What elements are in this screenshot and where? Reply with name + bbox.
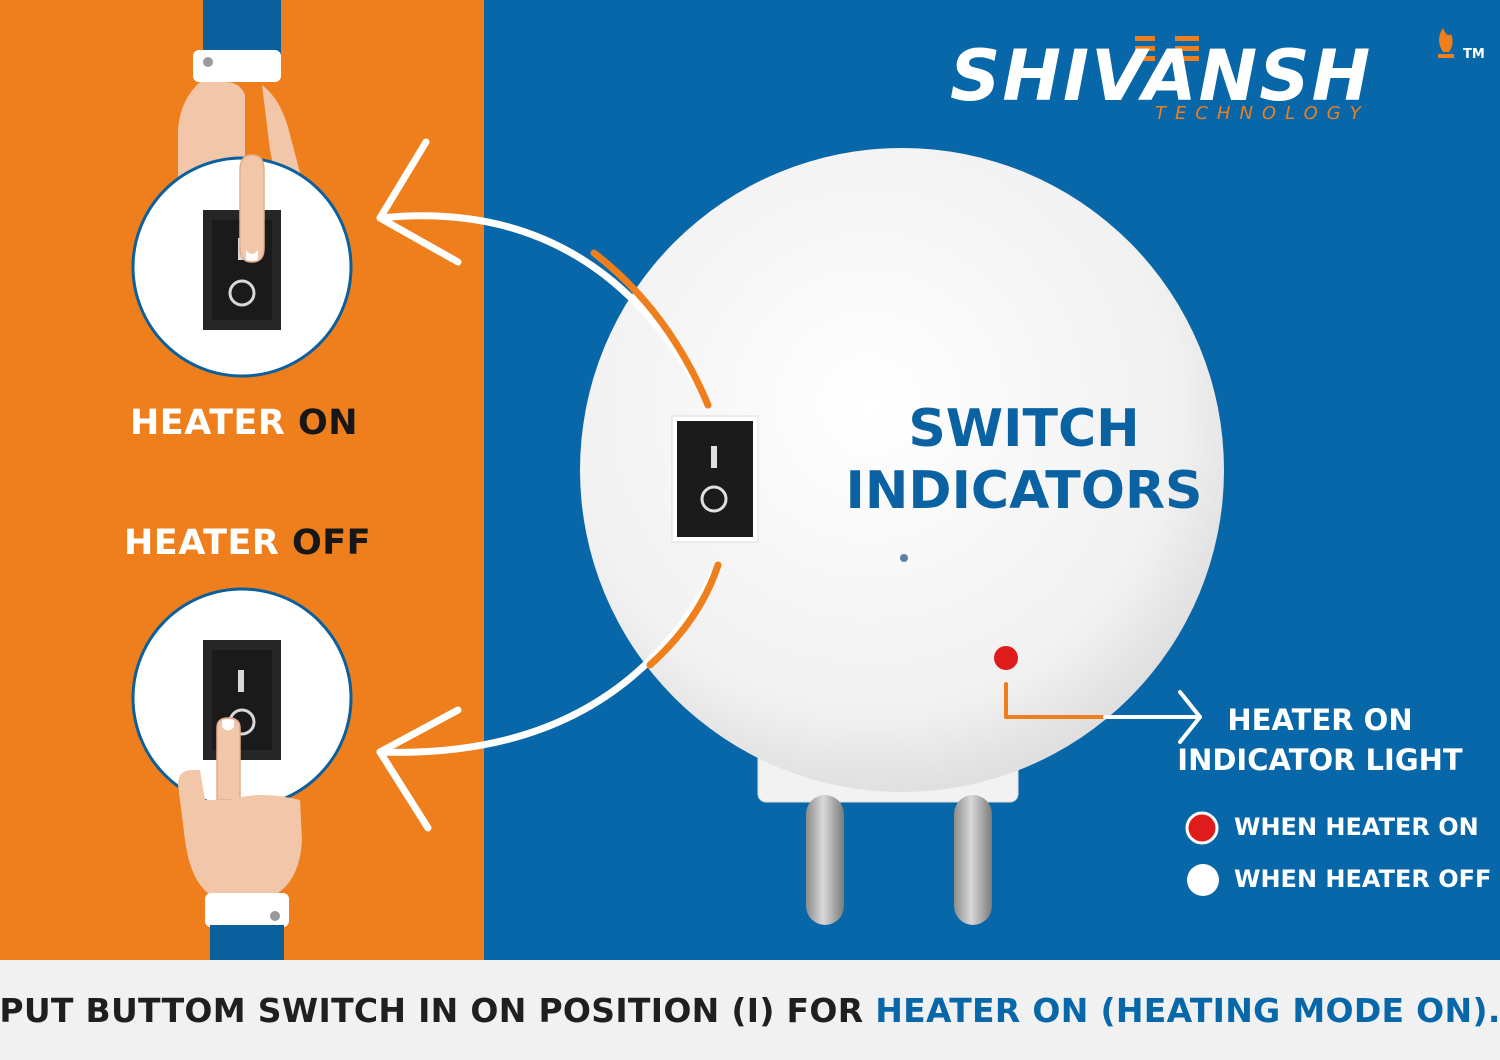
legend-red-dot-icon bbox=[1185, 811, 1219, 845]
switch-title-line1: SWITCH bbox=[908, 399, 1140, 459]
switch-title-line2: INDICATORS bbox=[845, 461, 1203, 521]
switch-on-closeup bbox=[131, 154, 353, 378]
switch-indicators-title: SWITCH INDICATORS bbox=[824, 398, 1224, 522]
indicator-light-label: HEATER ON INDICATOR LIGHT bbox=[1160, 700, 1480, 780]
curved-arrow-icon bbox=[376, 138, 722, 832]
indicator-leader-arrow bbox=[1004, 682, 1202, 744]
indicator-light-icon bbox=[994, 646, 1018, 670]
legend-white-dot-icon bbox=[1187, 864, 1219, 896]
footer-text-main: PUT BUTTOM SWITCH IN ON POSITION (I) FOR bbox=[0, 990, 876, 1030]
footer-instruction: PUT BUTTOM SWITCH IN ON POSITION (I) FOR… bbox=[0, 991, 1500, 1030]
trademark-mark: TM bbox=[1463, 47, 1485, 62]
switch-off-mark-icon bbox=[228, 279, 256, 307]
heater-on-label-on: ON bbox=[298, 403, 359, 443]
flame-icon bbox=[1135, 28, 1454, 61]
heater-on-label: HEATER ON bbox=[130, 403, 358, 443]
indicator-label-line2: INDICATOR LIGHT bbox=[1177, 743, 1463, 777]
heater-off-label: HEATER OFF bbox=[124, 523, 371, 563]
device-rocker-switch-icon bbox=[677, 421, 753, 537]
heater-off-label-heater: HEATER bbox=[124, 523, 280, 563]
illustration bbox=[131, 0, 1224, 960]
brand-logo: SHIVANSH TECHNOLOGY TM bbox=[935, 22, 1490, 132]
plug-pin bbox=[954, 795, 992, 925]
switch-off-closeup bbox=[131, 587, 353, 809]
footer-bar: PUT BUTTOM SWITCH IN ON POSITION (I) FOR… bbox=[0, 960, 1500, 1060]
switch-on-mark-icon bbox=[238, 670, 244, 692]
indicator-label-line1: HEATER ON bbox=[1227, 703, 1413, 737]
legend-heater-on: WHEN HEATER ON bbox=[1234, 813, 1479, 841]
plug-pin bbox=[806, 795, 844, 925]
heater-device bbox=[580, 148, 1224, 925]
footer-text-highlight: HEATER ON (HEATING MODE ON). bbox=[875, 990, 1500, 1030]
legend-heater-off: WHEN HEATER OFF bbox=[1234, 865, 1492, 893]
heater-on-label-heater: HEATER bbox=[130, 403, 286, 443]
heater-off-label-off: OFF bbox=[292, 523, 372, 563]
brand-name: SHIVANSH bbox=[950, 35, 1372, 117]
bottom-pointing-hand-icon bbox=[178, 717, 302, 960]
brand-subtitle: TECHNOLOGY bbox=[1155, 103, 1370, 124]
